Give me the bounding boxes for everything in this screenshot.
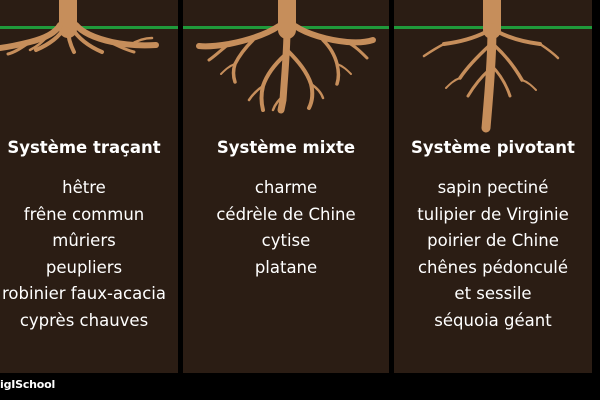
species-item: chênes pédonculé [417, 257, 569, 277]
species-item: platane [254, 257, 318, 277]
species-list: hêtre frêne commun mûriers peupliers rob… [0, 175, 178, 334]
panel-pivotant: Système pivotant sapin pectiné tulipier … [394, 0, 592, 373]
species-item: peupliers [45, 257, 123, 277]
species-item: cytise [261, 231, 311, 250]
panel-title: Système traçant [7, 138, 161, 157]
species-item: mûriers [52, 231, 116, 250]
species-item: et sessile [454, 284, 532, 303]
species-item: séquoia géant [434, 310, 552, 330]
species-item: charme [254, 178, 318, 197]
species-item: tulipier de Virginie [417, 204, 569, 224]
species-item: poirier de Chine [427, 231, 559, 250]
panel-title: Système pivotant [411, 138, 575, 157]
shallow-spreading-roots-icon [0, 0, 159, 56]
species-item: sapin pectiné [437, 178, 549, 197]
species-item: frêne commun [23, 204, 145, 224]
species-item: robinier faux-acacia [2, 284, 166, 303]
species-list: sapin pectiné tulipier de Virginie poiri… [394, 175, 592, 334]
panel-title: Système mixte [216, 138, 356, 157]
ground-line [0, 26, 178, 29]
brand-logo: igISchool [0, 378, 56, 391]
mixed-roots-icon [196, 0, 376, 114]
species-item: cédrèle de Chine [216, 204, 356, 224]
taproot-icon [422, 0, 560, 133]
species-list: charme cédrèle de Chine cytise platane [183, 175, 389, 281]
panel-tracant: Système traçant hêtre frêne commun mûrie… [0, 0, 178, 373]
species-item: hêtre [62, 178, 106, 197]
panel-mixte: Système mixte charme cédrèle de Chine cy… [183, 0, 389, 373]
species-item: cyprès chauves [19, 310, 149, 330]
